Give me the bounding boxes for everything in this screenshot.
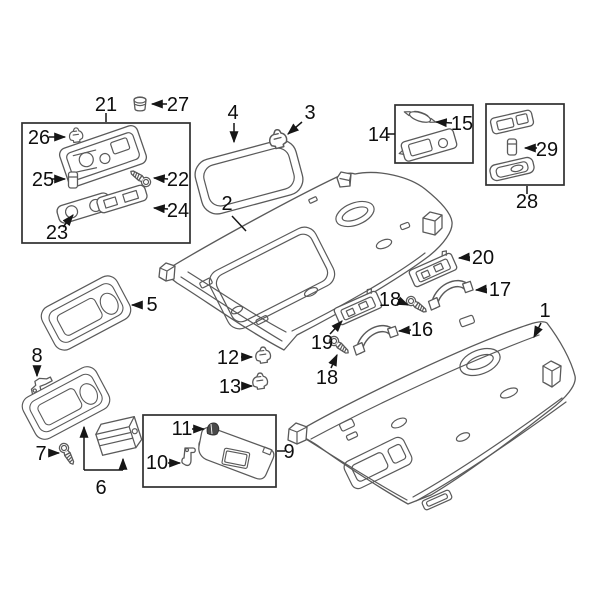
sunroof-opening <box>208 226 336 330</box>
inset-box-rear-lamp <box>485 103 565 186</box>
callout-21: 21 <box>95 94 117 116</box>
callout-24: 24 <box>167 200 189 222</box>
panel1-strip-detail <box>421 489 453 511</box>
callout-20: 20 <box>472 247 494 269</box>
inset-box-sun-visor <box>142 414 277 488</box>
callout-26: 26 <box>28 127 50 149</box>
bulb-29 <box>506 138 518 156</box>
panel1-left-tab <box>287 422 308 445</box>
panel-left-tab <box>158 262 176 282</box>
callout-18-upper: 18 <box>379 289 401 311</box>
callout-9: 9 <box>283 441 294 463</box>
screw-7 <box>57 441 78 468</box>
dome-lamp-base-14 <box>398 128 458 162</box>
clip-26 <box>67 126 85 144</box>
lamp-lens-24 <box>96 184 148 214</box>
rear-lamp-housing <box>489 109 535 135</box>
callout-3: 3 <box>304 102 315 124</box>
callout-12: 12 <box>217 347 239 369</box>
callout-5: 5 <box>146 294 157 316</box>
storage-block-6 <box>95 415 143 456</box>
callout-14: 14 <box>368 124 390 146</box>
leader-lines <box>32 99 543 471</box>
grab-handle-17 <box>427 279 474 311</box>
callout-1: 1 <box>539 300 550 322</box>
callout-28: 28 <box>516 191 538 213</box>
rear-lamp-lens <box>489 156 535 182</box>
inset-box-overhead-console <box>21 122 191 244</box>
callout-6: 6 <box>95 477 106 499</box>
callout-15: 15 <box>451 113 473 135</box>
console-tray-6 <box>21 366 111 440</box>
panel1-oval-cutout <box>459 347 501 377</box>
headliner-panel-rear <box>287 314 576 511</box>
callout-27: 27 <box>167 94 189 116</box>
callout-16: 16 <box>411 319 433 341</box>
bracket-20 <box>408 250 458 288</box>
visor-hook-10 <box>181 447 196 467</box>
callout-7: 7 <box>35 443 46 465</box>
panel-top-tab <box>336 171 352 188</box>
bracket-19 <box>333 288 383 326</box>
callout-22: 22 <box>167 169 189 191</box>
clip-13 <box>250 371 270 391</box>
screw-18-upper <box>403 293 430 317</box>
callout-8: 8 <box>31 345 42 367</box>
callout-18-lower: 18 <box>316 367 338 389</box>
panel1-corner-block <box>542 360 562 388</box>
callout-4: 4 <box>227 102 238 124</box>
callout-25: 25 <box>32 169 54 191</box>
headliner-panel-front <box>158 171 453 351</box>
clip-12 <box>253 345 273 365</box>
callout-17: 17 <box>489 279 511 301</box>
festoon-bulb-15 <box>403 110 437 123</box>
callout-13: 13 <box>219 376 241 398</box>
callout-19: 19 <box>311 332 333 354</box>
sun-visor-9 <box>198 426 275 480</box>
callout-2: 2 <box>221 193 232 215</box>
callout-23: 23 <box>46 222 68 244</box>
callout-labels: 1 2 3 4 5 6 7 8 9 10 11 12 13 14 15 16 1… <box>28 94 558 499</box>
panel-oval-cutout <box>335 200 375 228</box>
console-tray-5 <box>40 275 132 351</box>
cap-27 <box>133 96 147 112</box>
grab-handle-16 <box>352 324 399 356</box>
visor-clip-11 <box>206 422 220 436</box>
callout-11: 11 <box>172 418 193 440</box>
sunroof-seal-ring <box>194 139 304 215</box>
callout-10: 10 <box>146 452 168 474</box>
callout-29: 29 <box>536 139 558 161</box>
bulb-25 <box>67 171 79 189</box>
overhead-console-assembly <box>58 124 148 188</box>
panel1-console-recess <box>343 436 413 490</box>
panel-corner-block <box>422 211 443 236</box>
